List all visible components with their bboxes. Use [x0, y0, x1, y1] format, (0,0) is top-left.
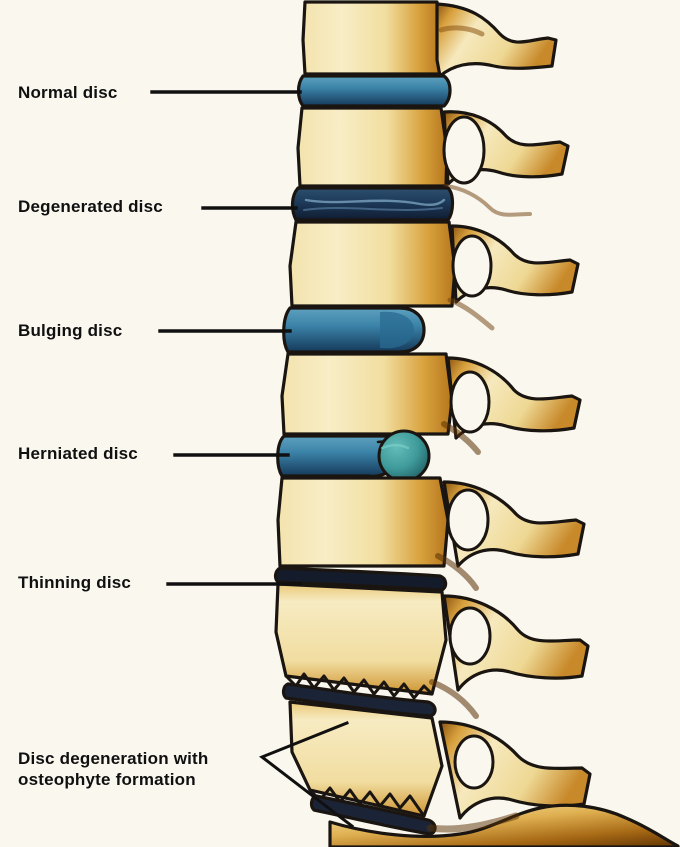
vertebra-body-3	[288, 220, 580, 331]
vertebra-body-4	[280, 352, 582, 455]
disc-thinning	[273, 566, 448, 592]
disc-degenerated-osteophyte-2	[309, 794, 437, 836]
vertebra-body-6	[274, 582, 590, 719]
leader-bracket-osteophyte	[258, 721, 355, 829]
disc-degenerated	[290, 186, 455, 222]
disc-normal	[296, 74, 452, 108]
label-degenerated-disc: Degenerated disc	[18, 197, 163, 216]
label-bulging-disc: Bulging disc	[18, 321, 123, 340]
label-normal-disc: Normal disc	[18, 83, 118, 102]
disc-herniated	[276, 429, 431, 483]
label-disc-degeneration-osteophyte: Disc degeneration with osteophyte format…	[18, 749, 209, 790]
vertebra-body-2	[296, 106, 570, 217]
label-thinning-disc: Thinning disc	[18, 573, 132, 592]
label-herniated-disc: Herniated disc	[18, 444, 138, 463]
disc-degenerated-osteophyte-1	[281, 682, 437, 718]
sacrum	[328, 803, 680, 847]
vertebra-body-1	[301, 0, 558, 78]
vertebra-body-5	[276, 476, 586, 591]
disc-bulging	[282, 306, 426, 354]
